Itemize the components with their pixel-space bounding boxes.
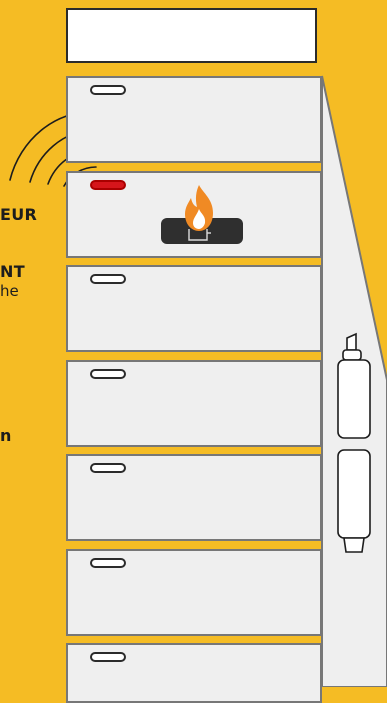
drawer-handle-alert[interactable]: [90, 180, 126, 190]
mobile-phone-icon: [334, 330, 376, 560]
drawer-handle[interactable]: [90, 274, 126, 284]
drawer-7[interactable]: [66, 643, 322, 703]
cabinet-top-panel: [66, 8, 317, 63]
label-line-4: n: [0, 426, 12, 445]
drawer-handle[interactable]: [90, 558, 126, 568]
drawer-6[interactable]: [66, 549, 322, 636]
label-line-2: NT: [0, 262, 25, 281]
label-line-1: EUR: [0, 205, 37, 224]
drawer-1[interactable]: [66, 76, 322, 163]
drawer-handle[interactable]: [90, 369, 126, 379]
drawer-handle[interactable]: [90, 463, 126, 473]
drawer-handle[interactable]: [90, 652, 126, 662]
tray-icon: [186, 226, 212, 242]
drawer-3[interactable]: [66, 265, 322, 352]
drawer-2-alert[interactable]: [66, 171, 322, 258]
label-line-3: he: [0, 282, 19, 300]
drawer-handle[interactable]: [90, 85, 126, 95]
drawer-4[interactable]: [66, 360, 322, 447]
drawer-5[interactable]: [66, 454, 322, 541]
